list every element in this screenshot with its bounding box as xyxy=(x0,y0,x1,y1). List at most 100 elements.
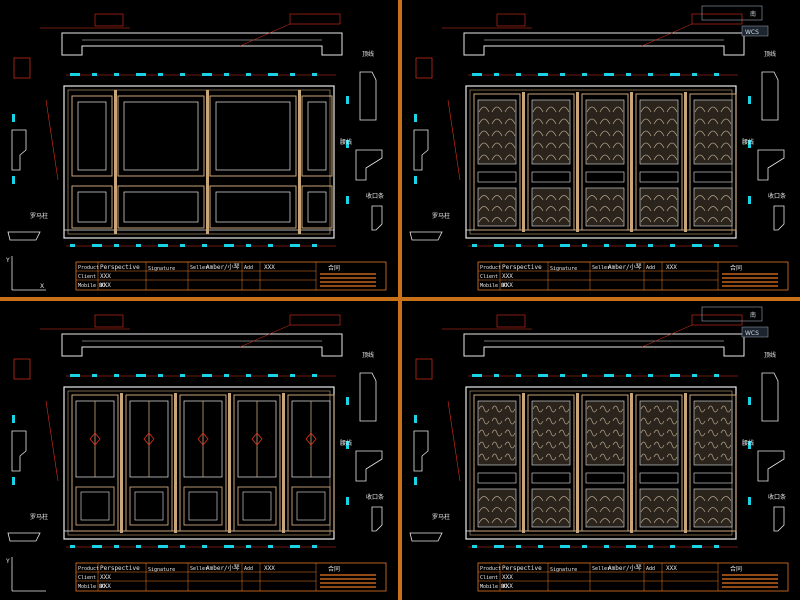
viewport-divider-horizontal[interactable] xyxy=(0,297,800,301)
carving-motif xyxy=(491,496,503,502)
dimension-tick xyxy=(224,374,229,377)
carving-motif xyxy=(545,417,557,425)
carving-motif xyxy=(612,206,624,212)
ucs-x-label: X xyxy=(40,283,44,290)
callout-box xyxy=(496,314,526,328)
carving-motif xyxy=(720,142,732,149)
dimension-tick xyxy=(538,73,548,76)
carved-panel-lower xyxy=(693,488,733,528)
carving-motif xyxy=(653,507,665,513)
wcs-button[interactable] xyxy=(741,25,769,37)
dimension-tick xyxy=(692,545,702,548)
diamond-ornament xyxy=(197,432,209,446)
dimension-tick xyxy=(180,374,185,377)
wall-frame xyxy=(63,386,335,540)
dimension-tick xyxy=(290,545,300,548)
door-leaf xyxy=(581,394,629,532)
carving-motif xyxy=(545,429,557,437)
carving-motif xyxy=(694,118,706,125)
title-total-label: 合同 xyxy=(328,565,340,573)
carved-panel-lower xyxy=(477,488,517,528)
carving-motif xyxy=(504,195,516,201)
carving-motif xyxy=(558,507,570,513)
carving-motif xyxy=(586,429,598,437)
door-leaf xyxy=(71,394,119,532)
wall-panel-lower xyxy=(237,486,277,526)
door-leaf xyxy=(635,93,683,231)
view-cube-frame[interactable] xyxy=(701,306,763,322)
carving-motif xyxy=(694,106,706,113)
carving-motif xyxy=(504,405,516,413)
title-block-frame xyxy=(477,562,789,592)
base-profile xyxy=(7,231,41,241)
wall-panel-lower xyxy=(209,185,297,229)
carving-motif xyxy=(504,496,516,502)
wcs-button[interactable] xyxy=(741,326,769,338)
carving-motif xyxy=(707,518,719,524)
profile-section xyxy=(11,129,27,171)
dimension-tick xyxy=(92,73,97,76)
title-add-label: Add xyxy=(244,265,253,271)
wall-panel-lower-inset xyxy=(77,191,107,223)
carving-motif xyxy=(478,142,490,149)
pilaster xyxy=(298,90,301,234)
dimension-tick xyxy=(12,415,15,423)
dimension-tick xyxy=(114,244,119,247)
dimension-tick xyxy=(12,477,15,485)
wall-frame-inner xyxy=(67,390,331,536)
carving-motif xyxy=(720,130,732,137)
carving-motif xyxy=(694,217,706,223)
carving-motif xyxy=(504,106,516,113)
carving-motif xyxy=(504,217,516,223)
title-total-label: 合同 xyxy=(730,264,742,272)
dimension-tick xyxy=(748,140,751,148)
dimension-tick xyxy=(346,96,349,104)
wall-panel-lower-inset xyxy=(188,491,218,521)
dimension-tick xyxy=(224,545,234,548)
callout-box xyxy=(496,13,526,27)
mid-rail xyxy=(531,171,571,183)
carving-motif xyxy=(558,106,570,113)
carving-motif xyxy=(504,118,516,125)
dimension-tick xyxy=(670,244,675,247)
carving-motif xyxy=(640,453,652,461)
dimension-tick xyxy=(92,545,102,548)
dimension-tick xyxy=(158,545,168,548)
dimension-tick xyxy=(246,73,251,76)
dimension-tick xyxy=(312,73,317,76)
dimension-tick xyxy=(472,73,482,76)
crown-moulding-outline xyxy=(463,32,745,56)
dimension-tick xyxy=(224,73,229,76)
carving-motif xyxy=(653,206,665,212)
carving-motif xyxy=(599,106,611,113)
view-cube-frame[interactable] xyxy=(701,5,763,21)
title-product-value: Perspective xyxy=(502,565,542,572)
carving-motif xyxy=(720,195,732,201)
dimension-tick xyxy=(560,73,565,76)
carving-motif xyxy=(558,154,570,161)
view-cube[interactable]: 南 xyxy=(701,5,763,21)
carving-motif xyxy=(504,206,516,212)
carving-motif xyxy=(545,405,557,413)
view-cube[interactable]: 南 xyxy=(701,306,763,322)
dimension-tick xyxy=(692,374,697,377)
mid-rail xyxy=(477,472,517,484)
detail-callout xyxy=(13,358,31,380)
carving-motif xyxy=(720,453,732,461)
carving-motif xyxy=(720,496,732,502)
carving-motif xyxy=(666,154,678,161)
dimension-tick xyxy=(114,73,119,76)
carving-motif xyxy=(558,417,570,425)
carving-motif xyxy=(612,518,624,524)
carving-motif xyxy=(640,118,652,125)
mid-rail xyxy=(693,171,733,183)
carved-panel-upper xyxy=(531,99,571,165)
title-product-label: Product xyxy=(480,566,501,572)
